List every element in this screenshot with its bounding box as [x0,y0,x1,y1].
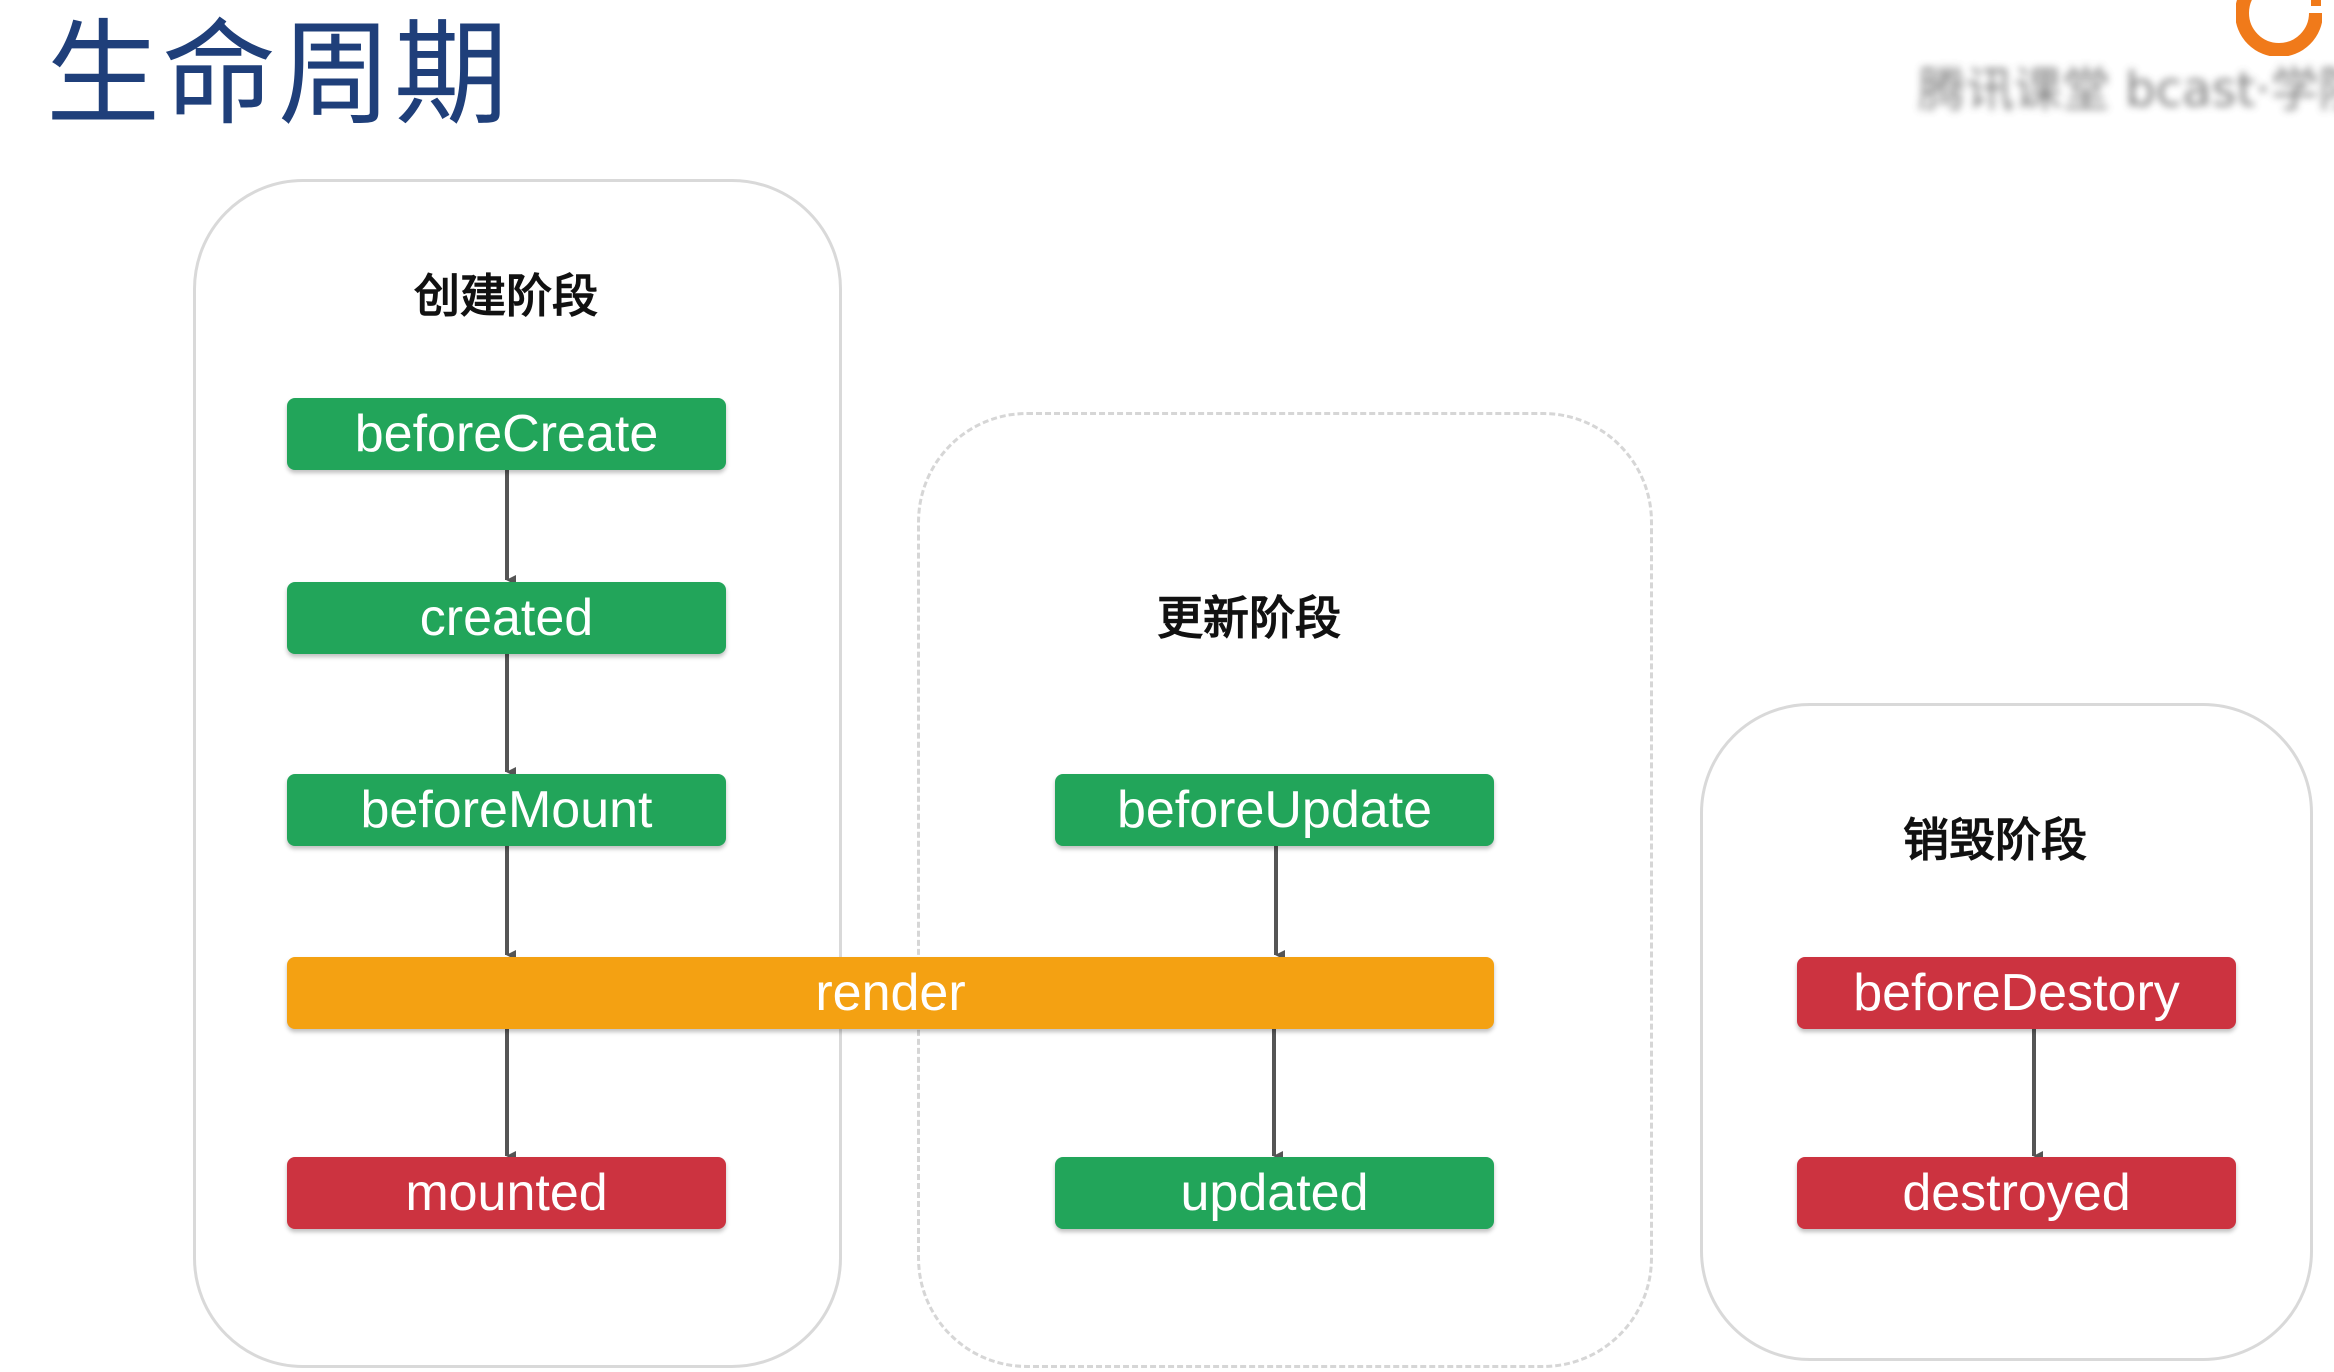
hook-mounted: mounted [287,1157,726,1229]
hook-beforedestory: beforeDestory [1797,957,2236,1029]
destroy-phase-label: 销毁阶段 [1903,813,2087,867]
orange-circular-logo-icon [2236,0,2322,56]
render-bar: render [287,957,1494,1029]
update-phase-label: 更新阶段 [1157,591,1341,645]
hook-created: created [287,582,726,654]
hook-updated: updated [1055,1157,1494,1229]
destroy-phase-panel [1700,703,2313,1361]
create-phase-label: 创建阶段 [414,269,598,323]
hook-beforecreate: beforeCreate [287,398,726,470]
hook-beforeupdate: beforeUpdate [1055,774,1494,846]
page-title: 生命周期 [46,8,511,141]
hook-beforemount: beforeMount [287,774,726,846]
hook-destroyed: destroyed [1797,1157,2236,1229]
watermark: 腾讯课堂 bcast·学院 [1918,62,2334,118]
